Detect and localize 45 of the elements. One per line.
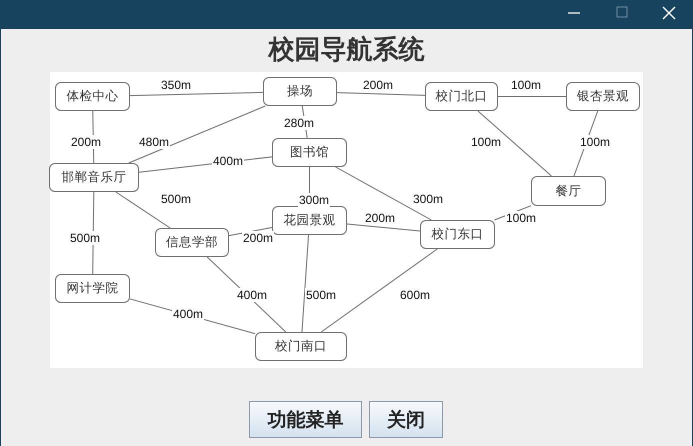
distance-label: 500m [160,192,192,206]
connector-line [320,248,438,332]
place-box: 校门南口 [255,332,347,361]
distance-label: 400m [236,288,268,302]
connector-line [477,110,552,176]
distance-label: 100m [505,211,538,225]
distance-label: 200m [242,231,274,245]
place-box: 体检中心 [55,82,130,111]
distance-label: 500m [69,231,102,245]
connector-line [301,234,310,332]
connector-line [128,106,266,164]
place-box: 图书馆 [272,138,347,167]
place-box: 花园景观 [272,206,347,235]
title: 校园导航系统 [268,34,424,67]
close-button: 关闭 [369,401,443,438]
connector-line [346,224,420,232]
place-box: 校门北口 [425,82,498,111]
place-box: 餐厅 [531,176,606,206]
place-box: 校门东口 [420,220,495,249]
connector-line [336,92,426,96]
connector-line [115,192,171,228]
distance-label: 100m [510,78,542,92]
place-box: 银杏景观 [566,82,640,111]
distance-label: 400m [212,154,244,168]
distance-label: 200m [362,78,394,92]
distance-label: 600m [399,288,432,302]
distance-label: 200m [70,135,102,149]
distance-label: 500m [305,288,338,302]
place-box: 邯郸音乐厅 [49,163,139,192]
connector-line [335,166,432,220]
place-box: 网计学院 [55,274,130,303]
distance-label: 400m [172,307,204,321]
distance-label: 100m [470,135,502,149]
menu-button: 功能菜单 [249,401,362,438]
distance-label: 300m [412,192,444,206]
distance-label: 280m [283,116,316,130]
distance-label: 200m [364,211,396,225]
place-box: 操场 [263,77,337,106]
distance-label: 100m [579,135,612,149]
distance-label: 300m [298,193,330,207]
connector-line [498,96,566,97]
connector-line [130,92,264,96]
place-box: 信息学部 [155,228,229,257]
distance-label: 350m [160,78,192,92]
distance-label: 480m [138,135,170,149]
